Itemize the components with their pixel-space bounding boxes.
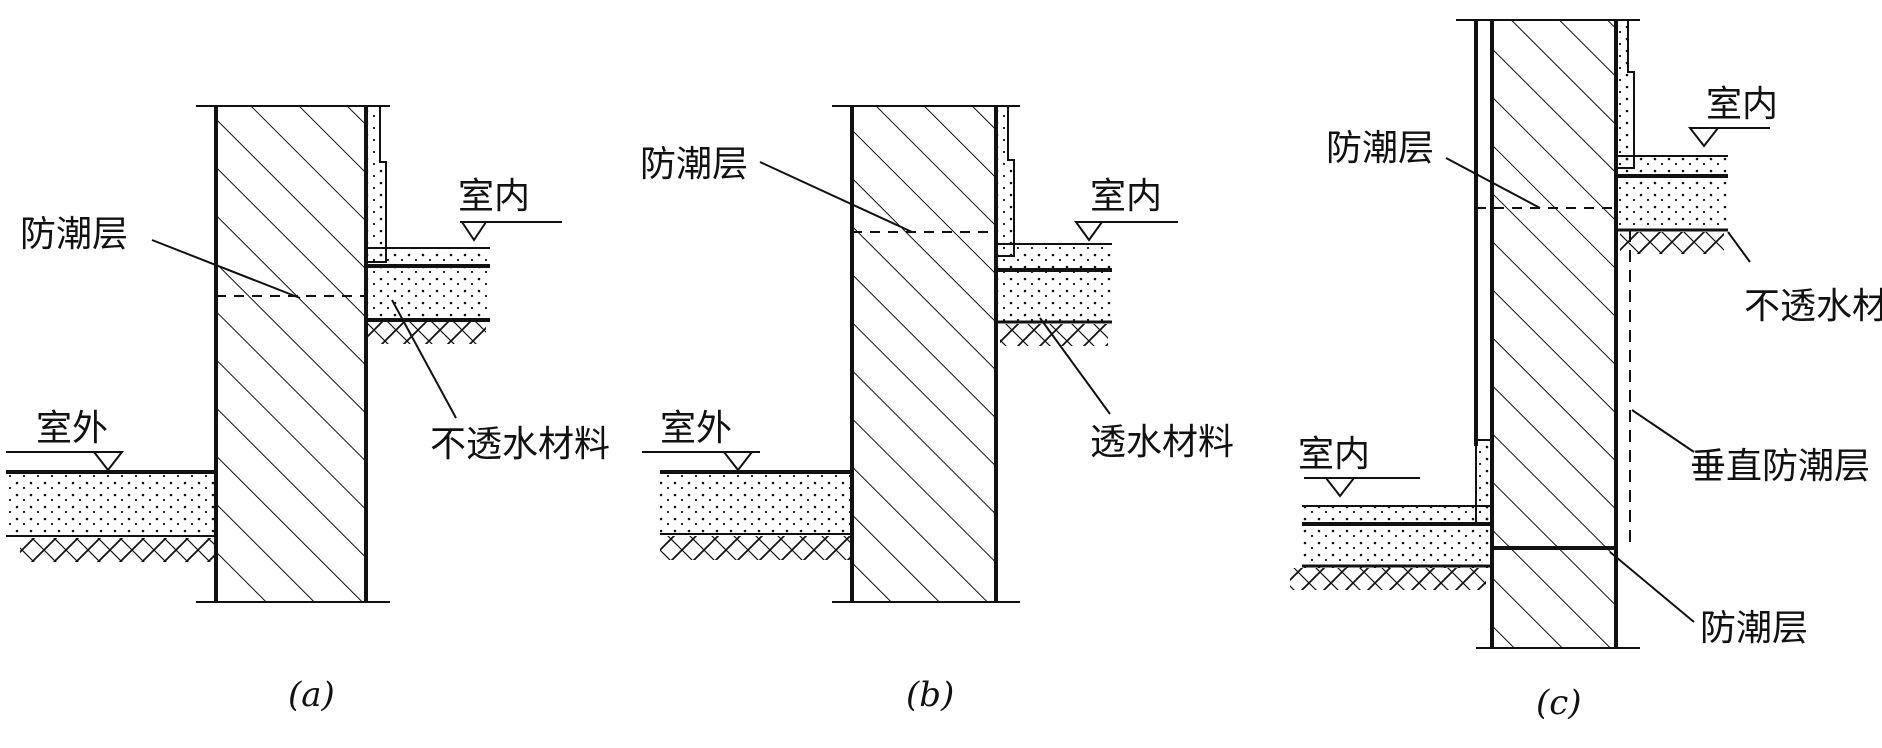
plaster-c-upper: [1615, 19, 1635, 169]
plaster-b: [995, 105, 1015, 257]
figure-b: 室内 室外 防潮层 透水材料 (b): [640, 105, 1234, 715]
wall-b: [852, 106, 996, 602]
indoor-slab-b: [998, 244, 1112, 322]
label-indoor-c-upper: 室内: [1706, 84, 1778, 125]
outdoor-slab-a: [6, 472, 216, 536]
ground-hatch-b-in: [1000, 324, 1108, 346]
datum-mark-a-out: [91, 451, 125, 472]
indoor-slab-a: [368, 248, 490, 320]
caption-c: (c): [1536, 683, 1582, 723]
lower-slab-c: [1302, 506, 1492, 568]
figure-c: 室内 防潮层 不透水材 垂直防潮层 室内 防潮层 (c): [1290, 19, 1882, 723]
label-vertical-dpc-c: 垂直防潮层: [1690, 446, 1870, 487]
datum-mark-b-in: [1074, 221, 1104, 242]
plaster-a: [365, 105, 387, 263]
label-permeable-b: 透水材料: [1090, 422, 1234, 463]
ground-hatch-b-out: [660, 536, 852, 560]
label-dpc-c-lower: 防潮层: [1700, 608, 1808, 649]
label-indoor-a: 室内: [458, 176, 530, 217]
label-impermeable-c: 不透水材: [1744, 286, 1882, 327]
ground-hatch-a-in: [368, 322, 486, 344]
wall-a: [216, 106, 366, 602]
label-impermeable-a: 不透水材料: [430, 424, 610, 465]
outdoor-slab-b: [660, 472, 852, 534]
label-dpc-a: 防潮层: [20, 214, 128, 255]
datum-mark-c-upper: [1687, 127, 1721, 148]
figure-a: 室内 室外 防潮层 不透水材料 (a): [6, 105, 610, 715]
caption-b: (b): [906, 675, 954, 715]
ground-hatch-c-upper: [1620, 232, 1724, 254]
upper-slab-c: [1618, 156, 1728, 230]
datum-mark-b-out: [721, 451, 755, 472]
label-outdoor-b: 室外: [660, 408, 732, 449]
label-indoor-b: 室内: [1090, 176, 1162, 217]
wall-c: [1492, 20, 1616, 648]
datum-mark-a-in: [460, 221, 488, 242]
label-indoor-c-lower: 室内: [1298, 434, 1370, 475]
ground-hatch-a-out: [20, 538, 216, 562]
datum-mark-c-lower: [1323, 477, 1357, 498]
label-dpc-c-upper: 防潮层: [1326, 128, 1434, 169]
ground-hatch-c-lower: [1290, 568, 1486, 590]
label-dpc-b: 防潮层: [640, 144, 748, 185]
caption-a: (a): [288, 675, 335, 715]
label-outdoor-a: 室外: [36, 408, 108, 449]
